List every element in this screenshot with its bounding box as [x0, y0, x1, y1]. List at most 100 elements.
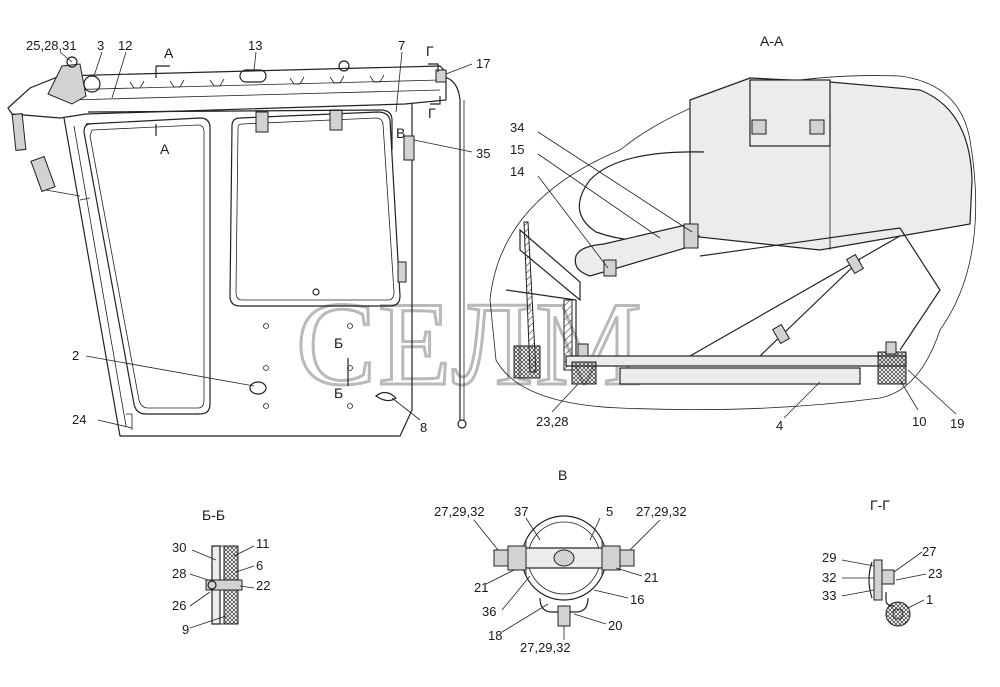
- cut-a-top-mark: [155, 65, 170, 78]
- watermark-text: СЕЛМ: [296, 277, 644, 410]
- cut-a-bottom-label: А: [160, 141, 170, 157]
- label-v-21-right: 21: [644, 570, 658, 585]
- view-v: [493, 515, 635, 627]
- label-gg-23: 23: [928, 566, 942, 581]
- part-24: [126, 413, 133, 430]
- cut-a-top-label: А: [164, 45, 174, 61]
- gg-leaders: [841, 551, 927, 609]
- cut-g-bottom-mark: [430, 96, 441, 105]
- part-2: [249, 381, 267, 395]
- label-gg-33: 33: [822, 588, 836, 603]
- cut-g-top-label: Г: [426, 43, 434, 59]
- label-v-37: 37: [514, 504, 528, 519]
- label-gg-27: 27: [922, 544, 936, 559]
- label-v-27-29-32-right: 27,29,32: [636, 504, 687, 519]
- label-v-18: 18: [488, 628, 502, 643]
- label-v-21-left: 21: [474, 580, 488, 595]
- right-window: [229, 111, 401, 307]
- v-leaders: [473, 517, 661, 640]
- lift-ring: [338, 60, 350, 72]
- hinge-bracket: [47, 63, 87, 105]
- section-gg: [868, 559, 911, 627]
- section-bb-title: Б-Б: [202, 507, 225, 523]
- section-aa-title: А-А: [760, 33, 784, 49]
- aa-boundary: [489, 75, 977, 411]
- bb-leaders: [189, 545, 255, 629]
- label-v-20: 20: [608, 618, 622, 633]
- door-top-rail: [7, 65, 447, 119]
- label-bb-11: 11: [256, 536, 270, 551]
- gg-hose: [885, 601, 911, 627]
- label-23-28: 23,28: [536, 414, 569, 429]
- door-main-view: [7, 56, 467, 437]
- label-gg-32: 32: [822, 570, 836, 585]
- label-gg-1: 1: [926, 592, 933, 607]
- label-10: 10: [912, 414, 926, 429]
- bracket-v: [403, 135, 415, 161]
- section-aa: [489, 75, 977, 411]
- lamp: [30, 155, 56, 193]
- view-v-title: В: [558, 467, 567, 483]
- label-v-27-29-32-left: 27,29,32: [434, 504, 485, 519]
- cut-g-top-mark: [428, 63, 439, 72]
- label-v-36: 36: [482, 604, 496, 619]
- label-35: 35: [476, 146, 490, 161]
- aa-seal-right: [877, 351, 907, 385]
- label-bb-9: 9: [182, 622, 189, 637]
- aa-seal-left: [513, 345, 541, 379]
- v-bolt-right: [601, 545, 621, 571]
- label-v-5: 5: [606, 504, 613, 519]
- label-4: 4: [776, 418, 783, 433]
- gg-plate: [873, 559, 883, 601]
- window-latch-1: [255, 111, 269, 133]
- aa-panel-14: [519, 228, 581, 302]
- part-4-rail: [619, 367, 861, 385]
- part-3: [83, 75, 101, 93]
- label-34: 34: [510, 120, 524, 135]
- label-15: 15: [510, 142, 524, 157]
- part-8: [374, 391, 397, 402]
- label-12: 12: [118, 38, 132, 53]
- label-v-27-29-32-bottom: 27,29,32: [520, 640, 571, 655]
- label-24: 24: [72, 412, 86, 427]
- aa-housing-bracket: [749, 79, 831, 147]
- aa-leaders: [537, 131, 957, 419]
- label-gg-29: 29: [822, 550, 836, 565]
- left-window: [83, 117, 211, 415]
- aa-pipe: [574, 223, 693, 277]
- label-bb-30: 30: [172, 540, 186, 555]
- label-v-16: 16: [630, 592, 644, 607]
- gg-nut: [881, 569, 895, 585]
- label-13: 13: [248, 38, 262, 53]
- window-latch-2: [329, 109, 343, 131]
- main-leaders: [59, 51, 473, 429]
- label-8: 8: [420, 420, 427, 435]
- label-bb-28: 28: [172, 566, 186, 581]
- bb-fastener: [205, 579, 243, 591]
- handle-13: [239, 69, 267, 83]
- label-14: 14: [510, 164, 524, 179]
- door-outline: [63, 104, 413, 437]
- v-bolt-left: [507, 545, 527, 571]
- label-3: 3: [97, 38, 104, 53]
- label-bb-6: 6: [256, 558, 263, 573]
- label-25-28-31: 25,28,31: [26, 38, 77, 53]
- label-bb-26: 26: [172, 598, 186, 613]
- aa-bottom-rail: [565, 355, 907, 367]
- label-7: 7: [398, 38, 405, 53]
- label-2: 2: [72, 348, 79, 363]
- label-bb-22: 22: [256, 578, 270, 593]
- section-gg-title: Г-Г: [870, 497, 890, 513]
- view-v-mark-label: В: [396, 125, 405, 141]
- section-bb: [205, 545, 243, 625]
- cut-b-top-label: Б: [334, 335, 343, 351]
- label-17: 17: [476, 56, 490, 71]
- cut-g-bottom-label: Г: [428, 105, 436, 121]
- pipe-7: [87, 109, 393, 150]
- label-19: 19: [950, 416, 964, 431]
- cut-b-bottom-label: Б: [334, 385, 343, 401]
- mirror-bracket: [11, 113, 27, 151]
- aa-housing: [689, 77, 973, 251]
